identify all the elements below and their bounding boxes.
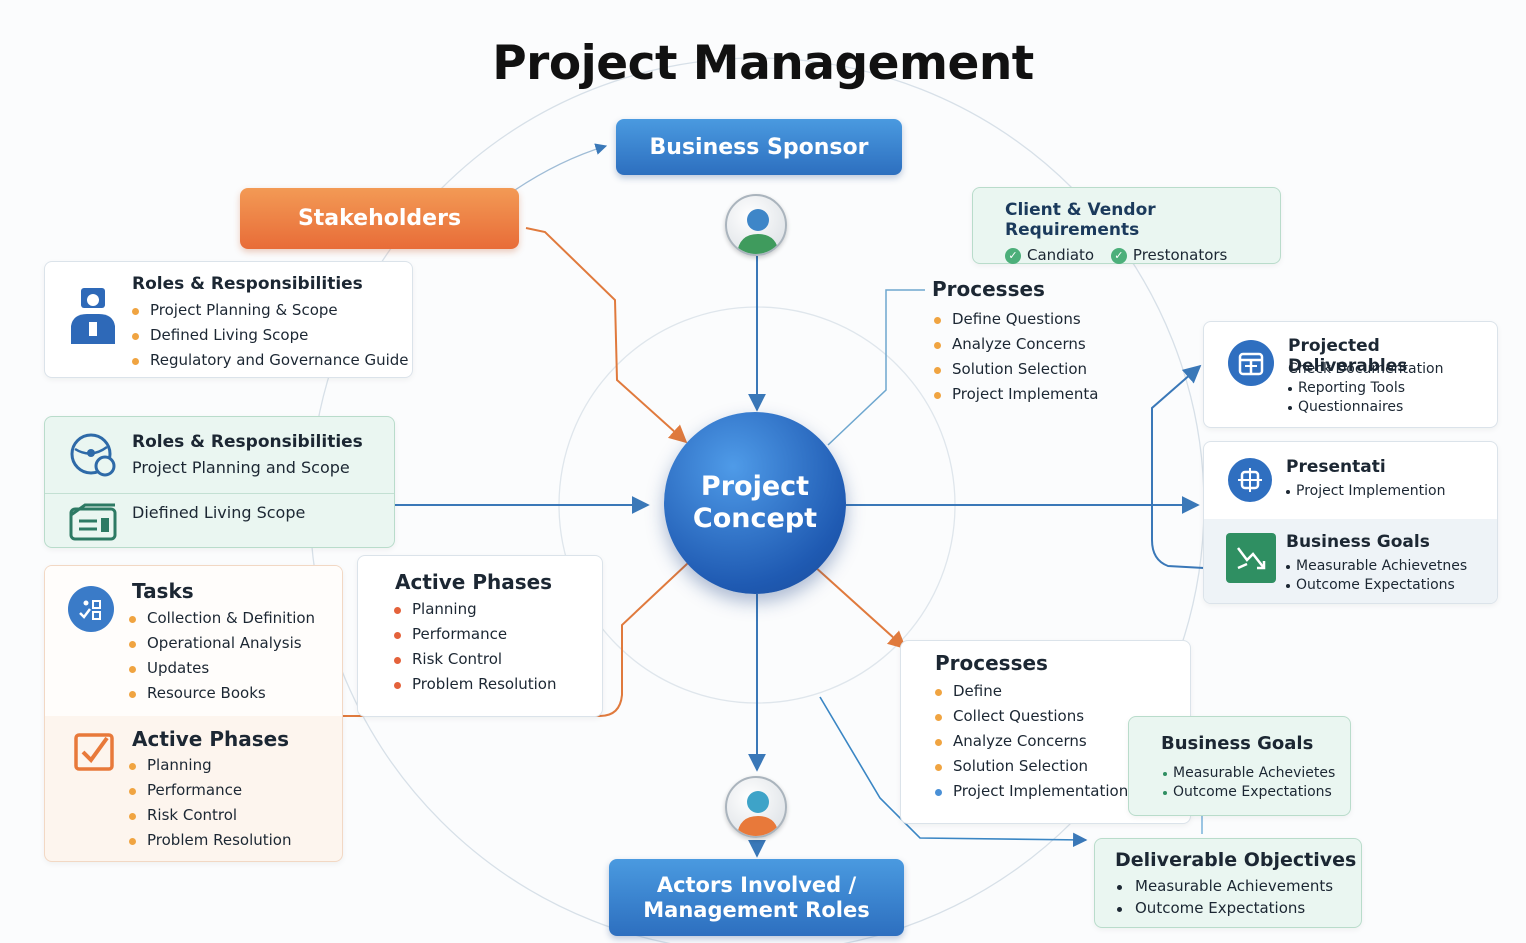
roles-responsibilities-card-1: Roles & Responsibilities Project Plannin… bbox=[44, 261, 413, 378]
connector-stakeholders-hub bbox=[525, 227, 688, 444]
connector-hub-deliverables bbox=[1151, 364, 1202, 500]
tasks-item: Collection & Definition bbox=[127, 606, 337, 631]
check-icon: ✓ bbox=[1110, 247, 1127, 264]
roles-responsibilities-card-2: Roles & Responsibilities Project Plannin… bbox=[44, 416, 395, 548]
projected-deliverables-card: Projected Deliverables Check Documentati… bbox=[1203, 321, 1498, 428]
processes-bottom-item: Define bbox=[933, 679, 1183, 704]
business-goals-right-item: Outcome Expectations bbox=[1284, 576, 1494, 595]
calendar-icon bbox=[1228, 340, 1274, 386]
document-list-icon bbox=[67, 501, 121, 541]
client-vendor-items: ✓ Candiato ✓ Prestonators bbox=[1005, 246, 1280, 264]
business-goals-right-item: Measurable Achievetnes bbox=[1284, 557, 1494, 576]
processes-top-item: Solution Selection bbox=[932, 357, 1172, 382]
roles-2-subtitle: Project Planning and Scope bbox=[132, 458, 350, 477]
processes-top-item: Project Implementa bbox=[932, 382, 1172, 407]
active-phases-center-card: Active Phases Planning Performance Risk … bbox=[357, 555, 603, 717]
projected-deliverables-title: Projected Deliverables bbox=[1288, 336, 1408, 376]
client-vendor-card: Client & Vendor Requirements ✓ Candiato ✓… bbox=[972, 187, 1281, 264]
tasks-item: Operational Analysis bbox=[127, 631, 337, 656]
person-board-icon bbox=[65, 286, 121, 348]
checklist-icon bbox=[68, 586, 114, 632]
deliverable-objectives-card: Deliverable Objectives Measurable Achiev… bbox=[1094, 838, 1362, 928]
connector-goals-return bbox=[1151, 500, 1205, 569]
business-goals-bottom-card: Business Goals Measurable Achevietes Out… bbox=[1128, 716, 1351, 816]
tasks-title: Tasks bbox=[132, 579, 194, 603]
client-vendor-item: Candiato bbox=[1027, 246, 1095, 264]
connector-hub-processes-top bbox=[827, 289, 925, 446]
presentati-item: Project Implemention bbox=[1284, 482, 1494, 501]
business-goals-bottom-item: Outcome Expectations bbox=[1161, 783, 1346, 802]
active-phases-center-item: Planning bbox=[392, 597, 592, 622]
roles-1-title: Roles & Responsibilities bbox=[132, 274, 363, 294]
actors-avatar bbox=[725, 776, 787, 838]
processes-top-title: Processes bbox=[932, 277, 1045, 301]
user-icon bbox=[737, 791, 779, 836]
projected-deliverables-item: Questionnaires bbox=[1286, 398, 1486, 417]
divider bbox=[45, 493, 394, 494]
active-phases-left-item: Problem Resolution bbox=[127, 828, 337, 853]
processes-bottom-item: Project Implementation bbox=[933, 779, 1183, 804]
tasks-item: Updates bbox=[127, 656, 337, 681]
tasks-card: Tasks Collection & Definition Operationa… bbox=[44, 565, 343, 862]
projected-deliverables-item: Reporting Tools bbox=[1286, 379, 1486, 398]
active-phases-center-item: Performance bbox=[392, 622, 592, 647]
deliverable-objectives-title: Deliverable Objectives bbox=[1115, 849, 1357, 871]
active-phases-center-item: Problem Resolution bbox=[392, 672, 592, 697]
connector-hub-processes-bottom bbox=[813, 565, 907, 650]
roles-2-title: Roles & Responsibilities bbox=[132, 432, 363, 452]
actors-involved-box[interactable]: Actors Involved /Management Roles bbox=[609, 859, 904, 936]
business-goals-right-title: Business Goals bbox=[1286, 532, 1430, 552]
roles-1-item: Regulatory and Governance Guide bbox=[130, 348, 410, 373]
presentati-card: Presentati Project Implemention Business… bbox=[1203, 441, 1498, 604]
roles-1-item: Project Planning & Scope bbox=[130, 298, 410, 323]
processes-bottom-title: Processes bbox=[935, 651, 1048, 675]
checkbox-icon bbox=[73, 730, 117, 772]
roles-2-row2: Diefined Living Scope bbox=[132, 503, 306, 522]
processes-bottom-item: Collect Questions bbox=[933, 704, 1183, 729]
deliverable-objectives-item: Measurable Achievements bbox=[1115, 875, 1355, 897]
client-vendor-item: Prestonators bbox=[1132, 246, 1228, 264]
actors-line-1: Actors Involved / bbox=[656, 872, 857, 897]
client-vendor-title: Client & Vendor Requirements bbox=[1005, 200, 1156, 240]
active-phases-center-item: Risk Control bbox=[392, 647, 592, 672]
business-sponsor-box[interactable]: Business Sponsor bbox=[616, 119, 902, 175]
processes-bottom-item: Analyze Concerns bbox=[933, 729, 1183, 754]
sponsor-avatar bbox=[725, 194, 787, 256]
user-icon bbox=[737, 209, 779, 254]
active-phases-left-item: Risk Control bbox=[127, 803, 337, 828]
active-phases-left-item: Performance bbox=[127, 778, 337, 803]
active-phases-left-item: Planning bbox=[127, 753, 337, 778]
check-icon: ✓ bbox=[1005, 247, 1021, 264]
trend-chart-icon bbox=[1226, 533, 1276, 583]
tasks-item: Resource Books bbox=[127, 681, 337, 706]
actors-line-2: Management Roles bbox=[643, 897, 870, 922]
presentati-title: Presentati bbox=[1286, 457, 1386, 477]
active-phases-left-title: Active Phases bbox=[132, 727, 290, 751]
deliverable-objectives-item: Outcome Expectations bbox=[1115, 897, 1355, 919]
stakeholders-box[interactable]: Stakeholders bbox=[240, 188, 519, 249]
processes-top-item: Define Questions bbox=[932, 307, 1172, 332]
projected-deliverables-subtitle: Check Documentation bbox=[1288, 361, 1444, 377]
hub-line-2: Concept bbox=[692, 503, 818, 534]
business-goals-bottom-item: Measurable Achevietes bbox=[1161, 764, 1346, 783]
hub-line-1: Project bbox=[700, 471, 810, 502]
network-icon bbox=[1228, 458, 1272, 502]
processes-top-block: Processes Define Questions Analyze Conce… bbox=[932, 277, 1172, 407]
connector-stakeholders-sponsor bbox=[514, 143, 608, 191]
active-phases-center-title: Active Phases bbox=[395, 570, 553, 594]
connector-hub-active-phases bbox=[342, 562, 689, 717]
processes-bottom-item: Solution Selection bbox=[933, 754, 1183, 779]
page-title: Project Management bbox=[492, 36, 1034, 91]
processes-top-item: Analyze Concerns bbox=[932, 332, 1172, 357]
globe-gear-icon bbox=[67, 429, 123, 481]
roles-1-item: Defined Living Scope bbox=[130, 323, 410, 348]
business-goals-bottom-title: Business Goals bbox=[1161, 733, 1314, 754]
